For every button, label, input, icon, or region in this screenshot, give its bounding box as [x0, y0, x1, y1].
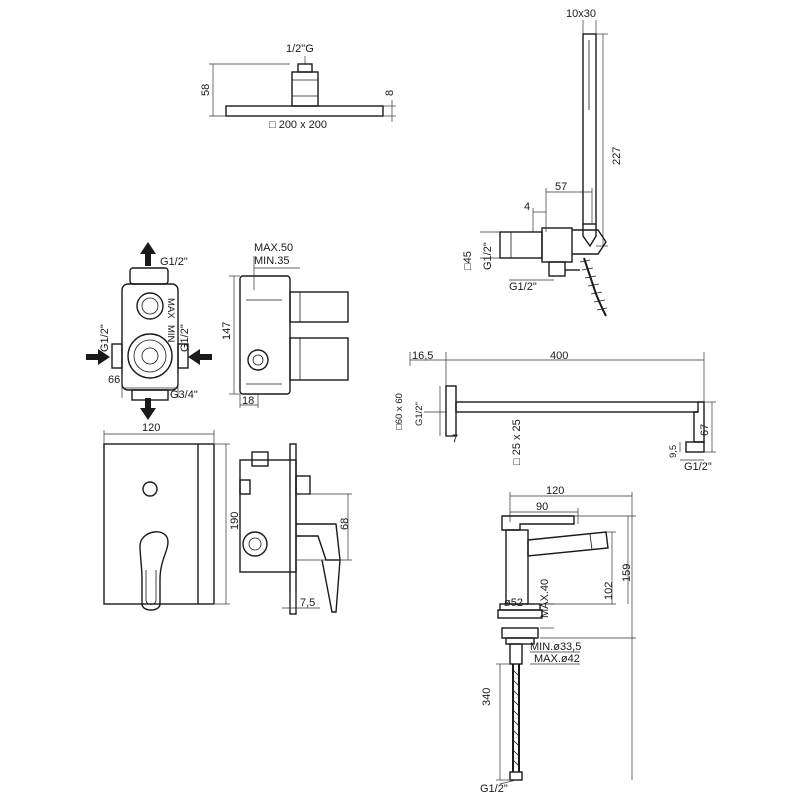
mixer-hole-max-label: MAX.ø42 [534, 653, 580, 665]
shower-arm-drawing: 16,5 400 □60 x 60 G1/2" 7 □ 25 x 25 67 9… [394, 350, 716, 473]
hand-step-label: 4 [524, 201, 530, 213]
plate-height-label: 190 [229, 512, 241, 530]
box-max-label: MAX.50 [254, 242, 293, 254]
arm-offset-label: 16,5 [412, 350, 433, 362]
plate-dim68-label: 68 [339, 518, 351, 530]
mixer-total-label: 159 [621, 564, 633, 582]
arm-profile-label: □ 25 x 25 [511, 419, 523, 465]
head-thread-label: 1/2"G [286, 43, 314, 55]
arm-outlet-thread-label: G1/2" [684, 461, 712, 473]
box-min-label: MIN.35 [254, 255, 289, 267]
arm-drop-label: 67 [699, 424, 711, 436]
box-bottom-thread-label: G3/4" [170, 389, 198, 401]
shower-head-drawing: 1/2"G 58 8 □ 200 x 200 [200, 43, 396, 131]
box-height-label: 147 [221, 322, 233, 340]
plate-width-label: 120 [142, 422, 160, 434]
mixer-spout-label: 90 [536, 501, 548, 513]
basin-mixer-drawing: 120 90 ø52 MAX.40 102 159 MIN.ø33,5 MAX.… [480, 485, 636, 795]
mixer-max-label: MAX.40 [539, 579, 551, 618]
hand-shower-drawing: 10x30 227 57 4 □45 G1/2" G1/2" [462, 8, 623, 317]
head-size-label: □ 200 x 200 [269, 119, 327, 131]
box-top-thread-label: G1/2" [160, 256, 188, 268]
concealed-box-drawing: G1/2" MAX MIN G1/2" G1/2" 66 G3/4" MAX.5… [86, 242, 349, 420]
wall-plate-drawing: 120 190 68 7,5 [103, 422, 352, 615]
box-width-label: 66 [108, 374, 120, 386]
mixer-hose-label: 340 [481, 688, 493, 706]
hand-thread-side-label: G1/2" [482, 242, 494, 270]
hand-thread-bottom-label: G1/2" [509, 281, 537, 293]
box-left-thread-label: G1/2" [99, 324, 111, 352]
plate-dim75-label: 7,5 [300, 597, 315, 609]
head-height-label: 58 [200, 84, 212, 96]
box-depth-label: 18 [242, 395, 254, 407]
arm-wall-label: 7 [452, 433, 458, 445]
box-right-thread-label: G1/2" [179, 324, 191, 352]
mixer-width-label: 120 [546, 485, 564, 497]
arm-thread-label: G1/2" [414, 402, 425, 426]
hand-square-label: □45 [462, 251, 474, 270]
head-thickness-label: 8 [384, 90, 396, 96]
arm-length-label: 400 [550, 350, 568, 362]
mixer-base-label: ø52 [504, 597, 523, 609]
svg-text:MAX: MAX [165, 298, 176, 319]
svg-text:MIN: MIN [165, 325, 176, 343]
mixer-body-label: 102 [603, 582, 615, 600]
mixer-hole-min-label: MIN.ø33,5 [530, 641, 581, 653]
arm-flange-label: □60 x 60 [394, 393, 405, 430]
hand-depth-label: 57 [555, 181, 567, 193]
arm-outlet-label: 9,5 [668, 445, 679, 458]
hand-length-label: 227 [611, 147, 623, 165]
hand-size-label: 10x30 [566, 8, 596, 20]
mixer-thread-label: G1/2" [480, 783, 508, 795]
